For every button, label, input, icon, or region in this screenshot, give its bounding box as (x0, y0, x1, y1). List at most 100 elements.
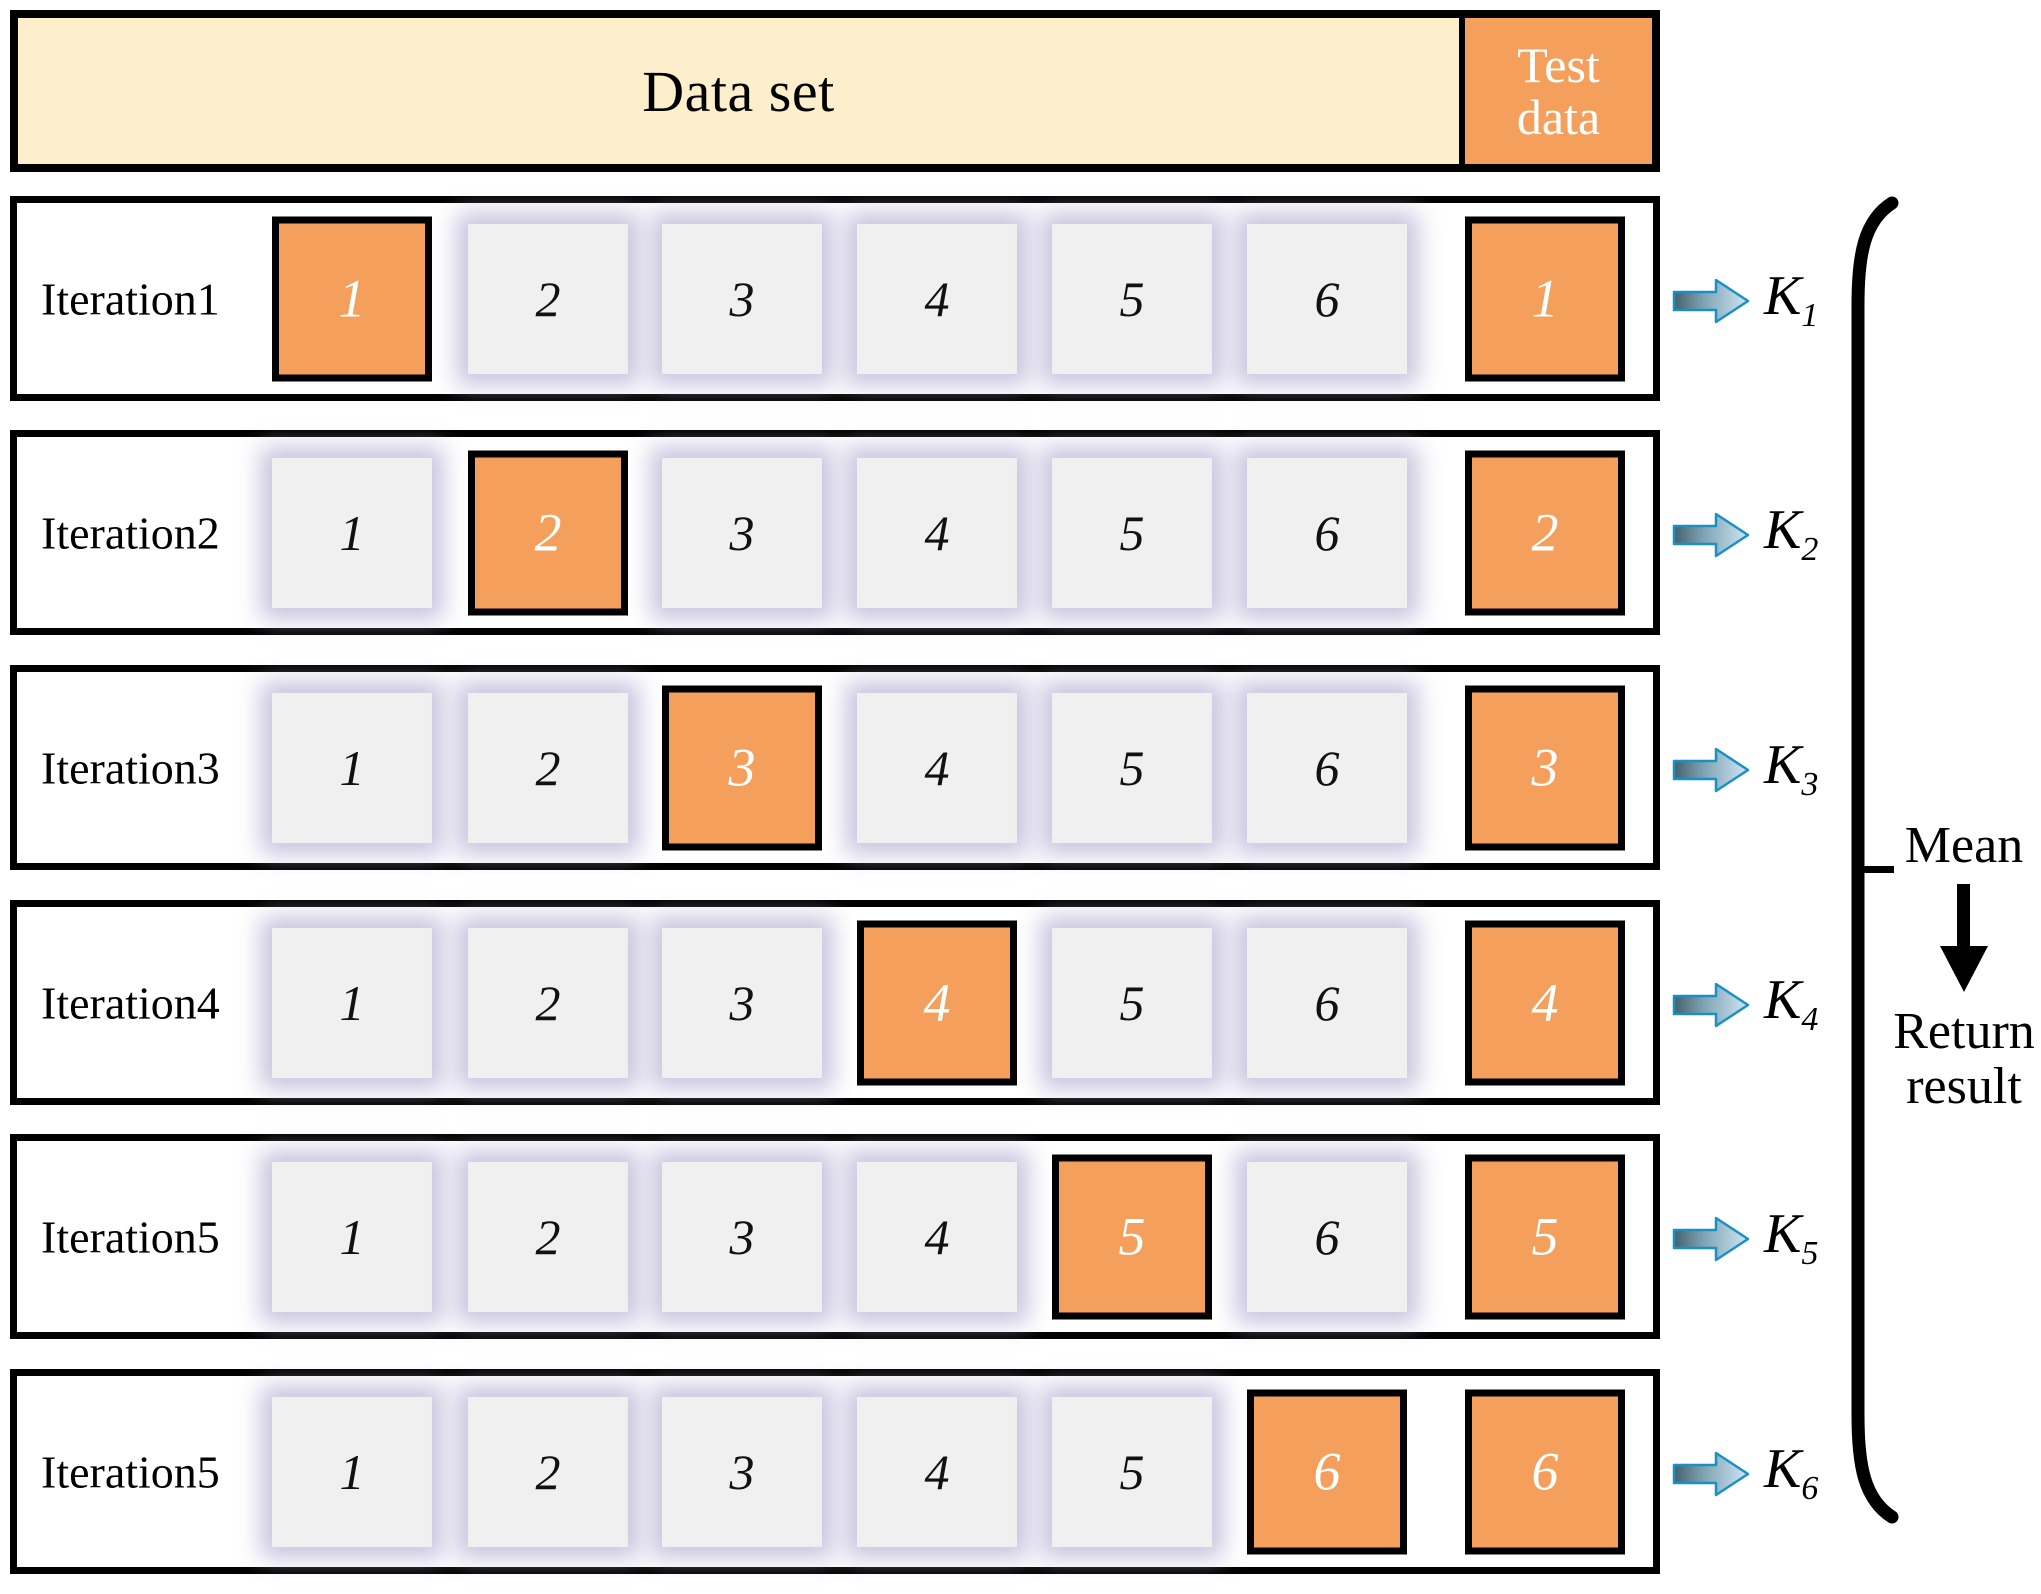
fold-cell-selected: 1 (272, 216, 432, 381)
test-data-header-cell: Test data (1459, 18, 1652, 164)
fold-cell: 1 (272, 1396, 432, 1547)
fold-cell: 5 (1052, 223, 1212, 374)
result-symbol: K (1764, 1203, 1802, 1265)
test-data-cell-2: 2 (1465, 450, 1625, 615)
fold-cell: 3 (662, 927, 822, 1078)
fold-cell: 4 (857, 1161, 1017, 1312)
fold-cell: 5 (1052, 927, 1212, 1078)
fold-cell: 1 (272, 1161, 432, 1312)
result-label-2: K2 (1764, 502, 1818, 567)
result-label-6: K6 (1764, 1441, 1818, 1506)
aggregate-block: Mean Return result (1884, 817, 2041, 1115)
fold-cell: 4 (857, 457, 1017, 608)
test-data-cell-5: 5 (1465, 1154, 1625, 1319)
result-symbol: K (1764, 969, 1802, 1031)
fold-cell: 6 (1247, 692, 1407, 843)
fold-cell: 2 (468, 1396, 628, 1547)
fold-cell: 6 (1247, 927, 1407, 1078)
fold-cell-selected: 3 (662, 685, 822, 850)
fold-cell: 6 (1247, 1161, 1407, 1312)
fold-cell: 1 (272, 457, 432, 608)
result-subscript: 3 (1801, 766, 1819, 804)
result-label-3: K3 (1764, 737, 1818, 802)
fold-cell-selected: 2 (468, 450, 628, 615)
mean-tick-mark (1858, 866, 1894, 873)
result-group-6: K6 (1672, 1441, 1818, 1506)
flow-arrow-icon (1672, 982, 1750, 1027)
right-curly-brace-icon (1851, 196, 1899, 1524)
result-symbol: K (1764, 734, 1802, 796)
result-subscript: 6 (1801, 1470, 1819, 1508)
fold-cell: 5 (1052, 457, 1212, 608)
result-group-1: K1 (1672, 268, 1818, 333)
fold-cell: 1 (272, 692, 432, 843)
result-subscript: 5 (1801, 1235, 1819, 1273)
test-data-cell-6: 6 (1465, 1389, 1625, 1554)
result-subscript: 2 (1801, 531, 1819, 569)
result-symbol: K (1764, 1438, 1802, 1500)
fold-cell: 3 (662, 1161, 822, 1312)
iteration-label-2: Iteration2 (41, 507, 220, 558)
result-label-5: K5 (1764, 1206, 1818, 1271)
result-symbol: K (1764, 499, 1802, 561)
test-data-cell-4: 4 (1465, 920, 1625, 1085)
result-group-2: K2 (1672, 502, 1818, 567)
fold-cell: 3 (662, 1396, 822, 1547)
return-result-line1: Return (1893, 1003, 2035, 1060)
fold-cell: 1 (272, 927, 432, 1078)
result-group-3: K3 (1672, 737, 1818, 802)
mean-label: Mean (1904, 817, 2024, 874)
test-data-header-line1: Test (1517, 36, 1600, 93)
iteration-label-5: Iteration5 (41, 1211, 220, 1262)
fold-cell: 2 (468, 223, 628, 374)
result-label-1: K1 (1764, 268, 1818, 333)
iteration-label-4: Iteration4 (41, 977, 220, 1028)
iteration-label-1: Iteration1 (41, 273, 220, 324)
test-data-header-line2: data (1516, 89, 1601, 145)
result-symbol: K (1764, 265, 1802, 327)
result-group-4: K4 (1672, 972, 1818, 1037)
flow-arrow-icon (1672, 278, 1750, 323)
iteration-label-3: Iteration3 (41, 742, 220, 793)
flow-arrow-icon (1672, 1451, 1750, 1496)
fold-cell: 6 (1247, 223, 1407, 374)
flow-arrow-icon (1672, 1216, 1750, 1261)
return-result-line2: result (1906, 1058, 2022, 1116)
fold-cell: 2 (468, 692, 628, 843)
dataset-title: Data set (642, 58, 835, 124)
fold-cell-selected: 6 (1247, 1389, 1407, 1554)
fold-cell: 4 (857, 1396, 1017, 1547)
fold-cell-selected: 5 (1052, 1154, 1212, 1319)
fold-cell: 5 (1052, 692, 1212, 843)
fold-cell: 4 (857, 692, 1017, 843)
test-data-cell-3: 3 (1465, 685, 1625, 850)
fold-cell: 3 (662, 223, 822, 374)
flow-arrow-icon (1672, 747, 1750, 792)
fold-cell-selected: 4 (857, 920, 1017, 1085)
fold-cell: 2 (468, 1161, 628, 1312)
down-arrow-icon (1940, 884, 1988, 992)
iteration-label-6: Iteration5 (41, 1446, 220, 1497)
result-subscript: 1 (1801, 297, 1819, 335)
result-label-4: K4 (1764, 972, 1818, 1037)
result-subscript: 4 (1801, 1001, 1819, 1039)
fold-cell: 4 (857, 223, 1017, 374)
fold-cell: 6 (1247, 457, 1407, 608)
return-result-label: Return result (1884, 1004, 2041, 1114)
dataset-header-bar: Data set Test data (10, 10, 1660, 172)
fold-cell: 2 (468, 927, 628, 1078)
test-data-cell-1: 1 (1465, 216, 1625, 381)
fold-cell: 5 (1052, 1396, 1212, 1547)
